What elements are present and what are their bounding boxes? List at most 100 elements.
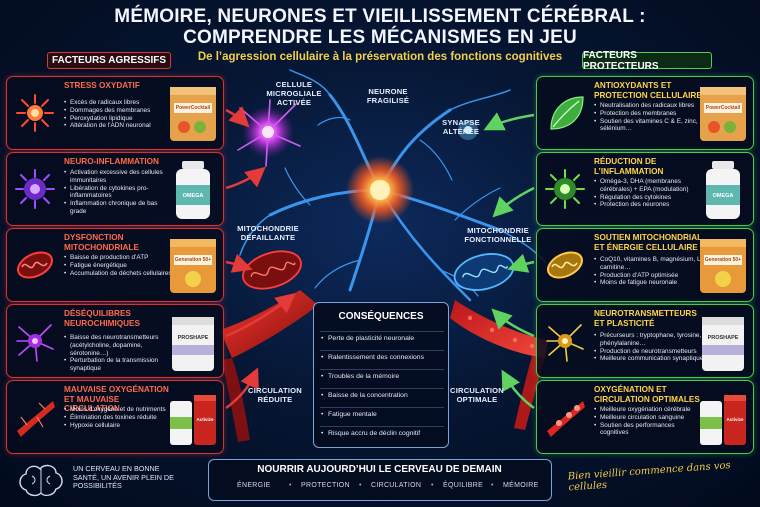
reduced-vessel: [220, 290, 318, 358]
card-item: Protection des neurones: [594, 201, 704, 209]
card-items: Précurseurs : tryptophane, tyrosine, phé…: [594, 332, 704, 363]
footer-banner: NOURRIR AUJOURD’HUI LE CERVEAU DE DEMAIN…: [208, 459, 552, 501]
title-line-1: MÉMOIRE, NEURONES ET VIEILLISSEMENT CÉRÉ…: [114, 6, 646, 27]
damaged-mitochondria: [242, 250, 302, 290]
card-title: DYSFONCTION MITOCHONDRIALE: [64, 233, 139, 252]
product-label: PROSHAPE: [707, 335, 739, 341]
card-title: SOUTIEN MITOCHONDRIAL ET ÉNERGIE CELLULA…: [594, 233, 702, 252]
card-item: Précurseurs : tryptophane, tyrosine, phé…: [594, 332, 704, 348]
brain-icon: [16, 460, 66, 500]
product-label: PowerCocktail: [705, 105, 741, 111]
healthy-mitochondria-icon: [541, 238, 589, 292]
card-title: NEURO-INFLAMMATION: [64, 157, 159, 166]
oxidative-burst-icon: [11, 86, 59, 140]
card-item: Altération de l’ADN neuronal: [64, 122, 174, 130]
card-items: Activation excessive des cellules immuni…: [64, 169, 174, 216]
protective-factors-header: FACTEURS PROTECTEURS: [582, 50, 712, 72]
card-title: STRESS OXYDATIF: [64, 81, 140, 90]
card-item: Meilleure communication synaptique: [594, 355, 704, 363]
aggressive-card-neuro-inflammation: NEURO-INFLAMMATION Activation excessive …: [6, 152, 224, 226]
consequence-item: Troubles de la mémoire: [320, 369, 444, 384]
footer-word: ÉNERGIE: [237, 482, 271, 489]
subtitle: De l’agression cellulaire à la préservat…: [197, 51, 563, 63]
product-tub-proshape: PROSHAPE: [168, 311, 218, 373]
product-tin-powercocktail: PowerCocktail: [698, 83, 748, 145]
card-items: Baisse des neurotransmetteurs (acétylcho…: [64, 334, 174, 373]
product-bottle-omega: OMEGA: [168, 159, 218, 221]
card-item: Moins de fatigue neuronale: [594, 279, 704, 287]
product-activize: Activize: [168, 387, 218, 449]
product-label: Activize: [196, 417, 214, 422]
healthy-mitochondria: [453, 253, 515, 291]
card-items: Excès de radicaux libres Dommages des me…: [64, 99, 174, 130]
product-tin-generation50: Generation 50+: [168, 235, 218, 297]
consequence-item: Baisse de la concentration: [320, 388, 444, 403]
label-circ-good: CIRCULATION OPTIMALE: [450, 386, 504, 404]
footer-dot: •: [431, 482, 434, 489]
damaged-mitochondria-icon: [11, 238, 59, 292]
card-title: OXYGÉNATION ET CIRCULATION OPTIMALES: [594, 385, 700, 404]
card-item: Meilleure circulation sanguine: [594, 414, 704, 422]
card-items: CoQ10, vitamines B, magnésium, L-carniti…: [594, 256, 704, 287]
footer-dot: •: [491, 482, 494, 489]
product-label: Generation 50+: [174, 257, 212, 263]
card-items: Neutralisation des radicaux libres Prote…: [594, 102, 704, 133]
card-item: Soutien des performances cognitives: [594, 422, 704, 438]
consequences-title: CONSÉQUENCES: [338, 311, 424, 322]
card-title: RÉDUCTION DE L’INFLAMMATION: [594, 157, 664, 176]
neuron-network-icon: [541, 314, 589, 368]
label-microglia: CELLULE MICROGLIALE ACTIVÉE: [266, 80, 322, 107]
card-item: Oméga-3, DHA (membranes cérébrales) + EP…: [594, 178, 704, 194]
inflammation-virus-icon: [11, 162, 59, 216]
synapse-core: [464, 126, 472, 134]
consequence-item: Risque accru de déclin cognitif: [320, 426, 444, 441]
blood-cells: [467, 315, 535, 349]
card-item: Inflammation chronique de bas grade: [64, 200, 174, 216]
card-item: CoQ10, vitamines B, magnésium, L-carniti…: [594, 256, 704, 272]
footer-word: PROTECTION: [301, 482, 350, 489]
label-mito-good: MITOCHONDRIE FONCTIONNELLE: [464, 226, 532, 244]
product-tub-proshape: PROSHAPE: [698, 311, 748, 373]
footer-dot: •: [359, 482, 362, 489]
footer-word: MÉMOIRE: [503, 482, 539, 489]
card-item: Peroxydation lipidique: [64, 115, 174, 123]
card-items: Moins d’oxygène et de nutriments Élimina…: [64, 406, 174, 429]
product-activize: Activize: [698, 387, 748, 449]
card-item: Élimination des toxines réduite: [64, 414, 174, 422]
optimal-vessel: [450, 300, 548, 358]
product-bottle-omega: OMEGA: [698, 159, 748, 221]
microglia-cell: [237, 99, 301, 167]
card-title: ANTIOXYDANTS ET PROTECTION CELLULAIRE: [594, 81, 702, 100]
page-title: MÉMOIRE, NEURONES ET VIEILLISSEMENT CÉRÉ…: [0, 6, 760, 48]
consequence-item: Perte de plasticité neuronale: [320, 331, 444, 346]
product-tin-generation50: Generation 50+: [698, 235, 748, 297]
leaf-icon: [541, 86, 589, 140]
card-title: NEUROTRANSMETTEURS ET PLASTICITÉ: [594, 309, 697, 328]
aggressive-card-oxidative-stress: STRESS OXYDATIF Excès de radicaux libres…: [6, 76, 224, 150]
product-label: Activize: [726, 417, 744, 422]
card-item: Fatigue énergétique: [64, 262, 174, 270]
card-item: Accumulation de déchets cellulaires: [64, 270, 174, 278]
protective-card-mitochondria: SOUTIEN MITOCHONDRIAL ET ÉNERGIE CELLULA…: [536, 228, 754, 302]
aggressive-card-circulation: MAUVAISE OXYGÉNATION ET MAUVAISE CIRCULA…: [6, 380, 224, 454]
label-circ-bad: CIRCULATION RÉDUITE: [248, 386, 302, 404]
card-items: Baisse de production d’ATP Fatigue énerg…: [64, 254, 174, 277]
card-item: Soutien des vitamines C & E, zinc, sélén…: [594, 118, 704, 134]
card-item: Meilleure oxygénation cérébrale: [594, 406, 704, 414]
card-item: Production de neurotransmetteurs: [594, 348, 704, 356]
neuron-soma: [370, 180, 390, 200]
protective-card-antioxidants: ANTIOXYDANTS ET PROTECTION CELLULAIRE Ne…: [536, 76, 754, 150]
footer-title: NOURRIR AUJOURD’HUI LE CERVEAU DE DEMAIN: [257, 464, 502, 475]
footer-word: ÉQUILIBRE: [443, 482, 484, 489]
calm-cell-icon: [541, 162, 589, 216]
product-label: Generation 50+: [704, 257, 742, 263]
protective-card-neurotransmitters: NEUROTRANSMETTEURS ET PLASTICITÉ Précurs…: [536, 304, 754, 378]
consequence-item: Ralentissement des connexions: [320, 350, 444, 365]
card-title: DÉSÉQUILIBRES NEUROCHIMIQUES: [64, 309, 140, 328]
product-label: OMEGA: [712, 193, 734, 199]
protective-card-oxygenation: OXYGÉNATION ET CIRCULATION OPTIMALES Mei…: [536, 380, 754, 454]
product-label: OMEGA: [182, 193, 204, 199]
card-item: Excès de radicaux libres: [64, 99, 174, 107]
protective-arrows: [483, 112, 535, 410]
